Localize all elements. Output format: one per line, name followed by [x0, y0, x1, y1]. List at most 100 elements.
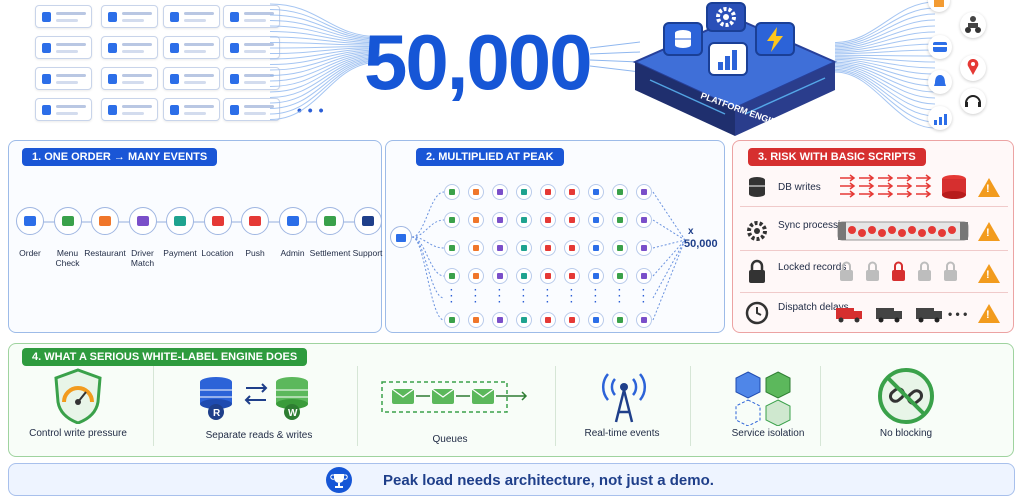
event-node [516, 312, 532, 328]
store-icon [928, 0, 950, 12]
event-node [492, 212, 508, 228]
broadcast-tower-icon [601, 373, 647, 423]
event-node [564, 212, 580, 228]
location-pin-icon [960, 55, 986, 81]
order-card [163, 5, 220, 28]
order-card [35, 67, 92, 90]
bag-icon [230, 105, 239, 115]
lock-icon [749, 259, 765, 283]
step-10-node [353, 207, 382, 235]
event-node [564, 184, 580, 200]
step-8-node [278, 207, 307, 235]
footer-tagline: Peak load needs architecture, not just a… [383, 472, 714, 489]
multiplier-value: 50,000 [684, 238, 718, 250]
step-5-label: Payment [163, 248, 197, 258]
bell-icon [249, 216, 261, 226]
event-node [540, 268, 556, 284]
event-node [444, 212, 460, 228]
event-node [588, 312, 604, 328]
bag-icon [108, 105, 117, 115]
order-card [101, 67, 158, 90]
ellipsis-vertical: ··· [594, 285, 598, 308]
event-node [612, 240, 628, 256]
write-badge: W [288, 408, 298, 419]
fanout-lines [411, 191, 686, 321]
step-9-node [316, 207, 344, 235]
store-icon [99, 216, 111, 226]
card-payment-icon [174, 216, 186, 226]
order-card [163, 67, 220, 90]
feature-control-write-pressure: Control write pressure [29, 428, 127, 439]
order-card [223, 98, 280, 121]
event-node [564, 240, 580, 256]
step-6-node [203, 207, 232, 235]
step-10-label: Support [352, 248, 383, 258]
checklist-icon [61, 216, 74, 226]
event-node [636, 212, 652, 228]
service-cubes-icon [735, 371, 791, 426]
bag-icon [396, 234, 406, 242]
event-node [588, 268, 604, 284]
warning-icon: ! [978, 304, 1000, 323]
lock-row [840, 261, 957, 281]
event-node [492, 184, 508, 200]
truck-row: • • • [836, 307, 967, 323]
event-node [588, 212, 604, 228]
warning-icon: ! [978, 264, 1000, 283]
hero-number: 50,000 [364, 18, 593, 106]
bar-chart-icon [718, 50, 737, 70]
event-node [540, 184, 556, 200]
risk-row-locked-records: Locked records [778, 262, 847, 273]
order-card [101, 36, 158, 59]
engine-link-lines [590, 41, 640, 73]
risk-row-dispatch-delays: Dispatch delays [778, 302, 849, 313]
source-order-node [390, 226, 412, 248]
bank-icon [324, 216, 336, 226]
headset-icon [960, 88, 986, 114]
event-node [564, 268, 580, 284]
risk-row-db-writes: DB writes [778, 182, 821, 193]
bag-icon [42, 105, 51, 115]
trophy-icon [326, 467, 352, 493]
bag-icon [42, 43, 51, 53]
event-node [468, 212, 484, 228]
step-3-label: Restaurant [84, 248, 126, 258]
ellipsis-vertical: ··· [642, 285, 646, 308]
svg-text:• • •: • • • [948, 307, 967, 321]
event-node [516, 240, 532, 256]
read-write-split-icon: R W [200, 377, 308, 420]
warning-icon: ! [978, 178, 1000, 197]
step-7-node [241, 207, 269, 235]
event-node [540, 212, 556, 228]
order-card [35, 98, 92, 121]
database-icon [749, 177, 765, 197]
event-node [588, 240, 604, 256]
step-4-node [128, 207, 157, 235]
event-node [636, 240, 652, 256]
event-node [516, 268, 532, 284]
order-card [163, 98, 220, 121]
event-node [444, 268, 460, 284]
card-payment-icon [928, 35, 952, 59]
event-chain-line [30, 221, 364, 223]
footer-banner: Peak load needs architecture, not just a… [8, 463, 1015, 496]
multiplier-x: x [688, 226, 694, 237]
event-node [492, 240, 508, 256]
bag-icon [170, 74, 179, 84]
database-icon [675, 30, 691, 48]
event-node [612, 312, 628, 328]
outgoing-streams [835, 1, 935, 129]
more-dots: • • • [297, 102, 325, 118]
ellipsis-vertical: ··· [498, 285, 502, 308]
ellipsis-vertical: ··· [570, 285, 574, 308]
driver-icon [136, 216, 149, 226]
order-card [163, 36, 220, 59]
step-5-node [166, 207, 194, 235]
location-pin-icon [211, 216, 224, 226]
bag-icon [230, 74, 239, 84]
event-node [468, 240, 484, 256]
step-2-node [53, 207, 82, 235]
sync-pipe [837, 221, 969, 241]
event-node [444, 184, 460, 200]
panel-one-title: 1. ONE ORDER → MANY EVENTS [22, 148, 218, 166]
